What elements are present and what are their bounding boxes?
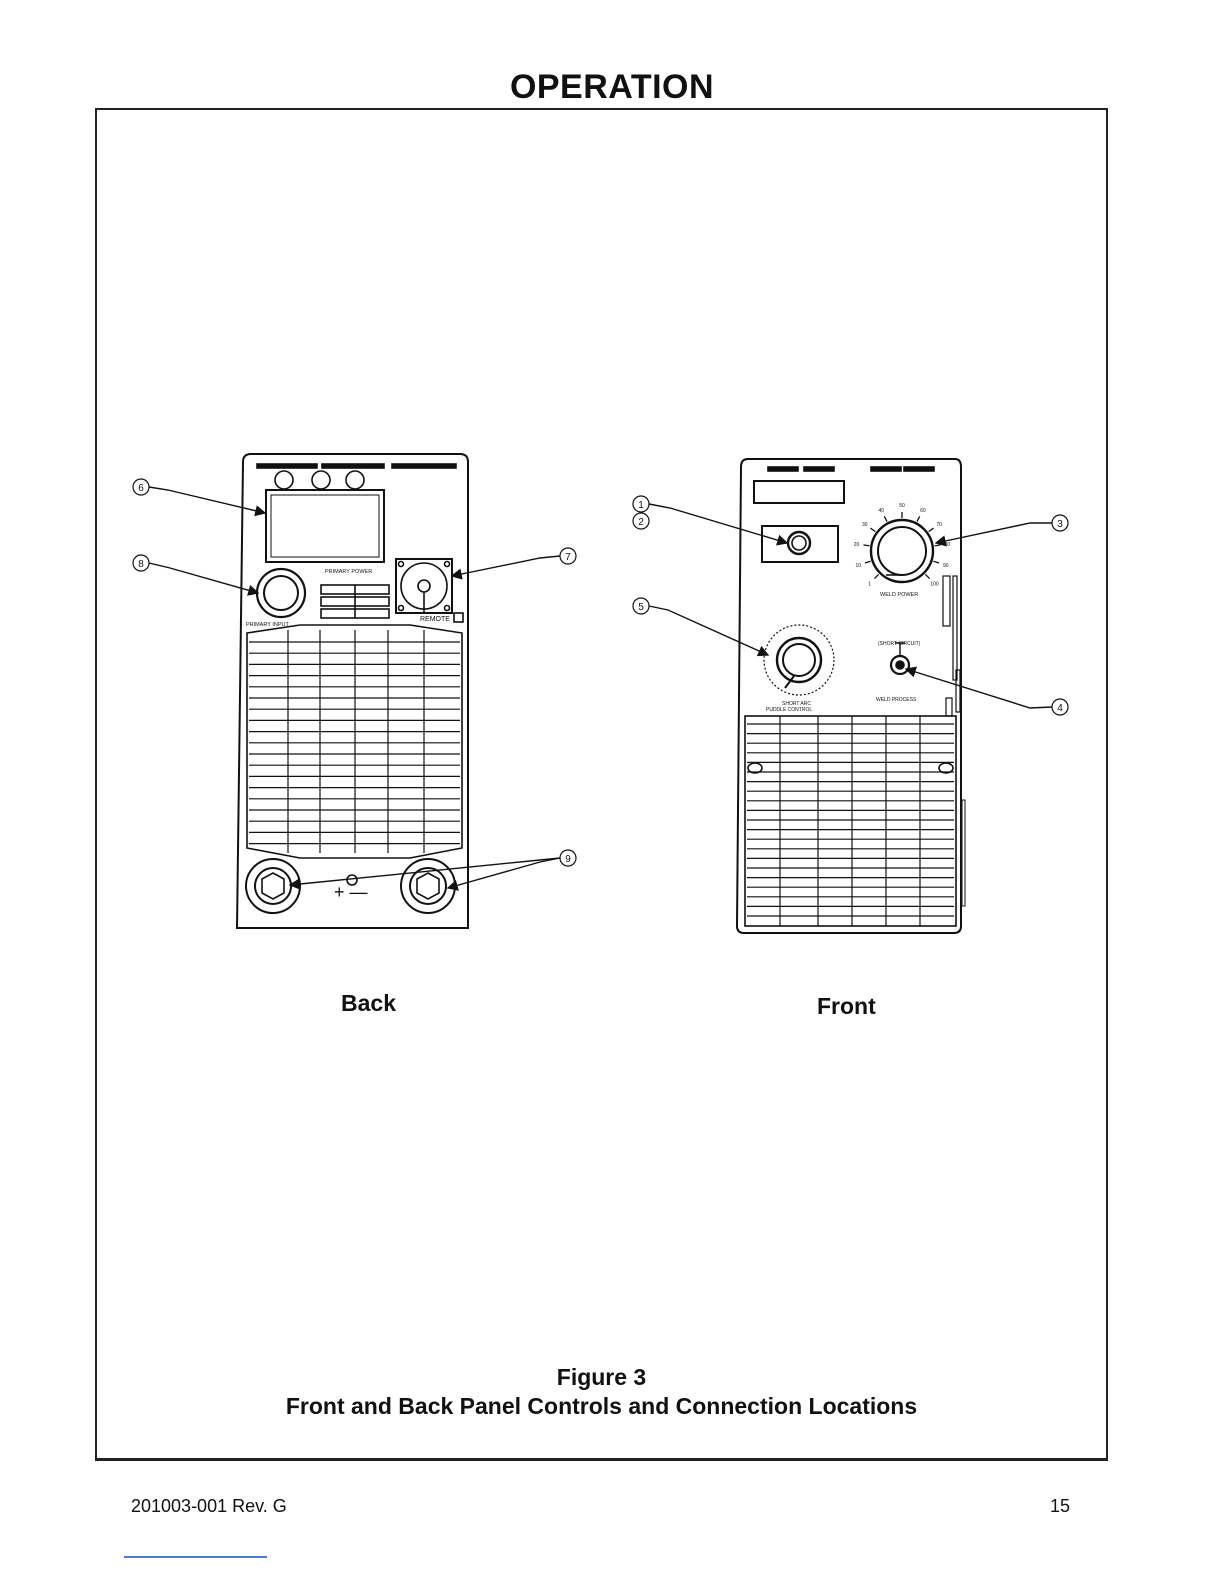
callouts: 6 8 7 9 1 2 5 3 4 xyxy=(133,479,1068,866)
footer-rule xyxy=(124,1556,267,1558)
weld-process-label: WELD PROCESS xyxy=(876,697,917,703)
remote-label: REMOTE xyxy=(420,616,450,623)
dial-tick-label: 1 xyxy=(868,582,871,588)
figure-number: Figure 3 xyxy=(95,1364,1108,1391)
back-label: Back xyxy=(341,990,396,1017)
callout-leaders xyxy=(149,487,1052,888)
callout-6: 6 xyxy=(133,479,149,495)
short-circuit-label: (SHORT CIRCUIT) xyxy=(878,641,921,647)
dial-tick-label: 100 xyxy=(930,582,939,588)
svg-text:5: 5 xyxy=(638,602,644,613)
callout-1: 1 xyxy=(633,496,649,512)
svg-text:1: 1 xyxy=(638,500,644,511)
polarity-label: + — xyxy=(334,882,368,902)
front-label: Front xyxy=(817,993,876,1020)
dial-tick-label: 40 xyxy=(878,508,884,514)
callout-5: 5 xyxy=(633,598,649,614)
dial-tick-label: 60 xyxy=(920,508,926,514)
dial-tick-label: 30 xyxy=(862,522,868,528)
weld-power-label: WELD POWER xyxy=(880,592,918,598)
primary-input-label: PRIMARY INPUT xyxy=(246,622,290,628)
callout-8: 8 xyxy=(133,555,149,571)
callout-2: 2 xyxy=(633,513,649,529)
svg-text:8: 8 xyxy=(138,559,144,570)
callout-7: 7 xyxy=(560,548,576,564)
doc-number: 201003-001 Rev. G xyxy=(131,1496,287,1517)
puddle-control-label: PUDDLE CONTROL xyxy=(766,707,812,713)
callout-4: 4 xyxy=(1052,699,1068,715)
dial-tick-label: 80 xyxy=(945,542,951,548)
callout-3: 3 xyxy=(1052,515,1068,531)
front-panel xyxy=(737,459,965,933)
dial-tick-label: 90 xyxy=(943,563,949,569)
primary-power-label: PRIMARY POWER xyxy=(325,569,372,575)
callout-9: 9 xyxy=(560,850,576,866)
dial-tick-label: 70 xyxy=(936,522,942,528)
dial-tick-label: 20 xyxy=(854,542,860,548)
back-panel xyxy=(237,454,468,928)
dial-tick-label: 50 xyxy=(899,503,905,509)
svg-text:9: 9 xyxy=(565,854,571,865)
svg-text:2: 2 xyxy=(638,517,644,528)
svg-text:4: 4 xyxy=(1057,703,1063,714)
dial-tick-label: 10 xyxy=(855,563,861,569)
figure-caption: Front and Back Panel Controls and Connec… xyxy=(95,1393,1108,1420)
svg-text:7: 7 xyxy=(565,552,571,563)
page-number: 15 xyxy=(1050,1496,1070,1517)
svg-text:6: 6 xyxy=(138,483,144,494)
svg-text:3: 3 xyxy=(1057,519,1063,530)
